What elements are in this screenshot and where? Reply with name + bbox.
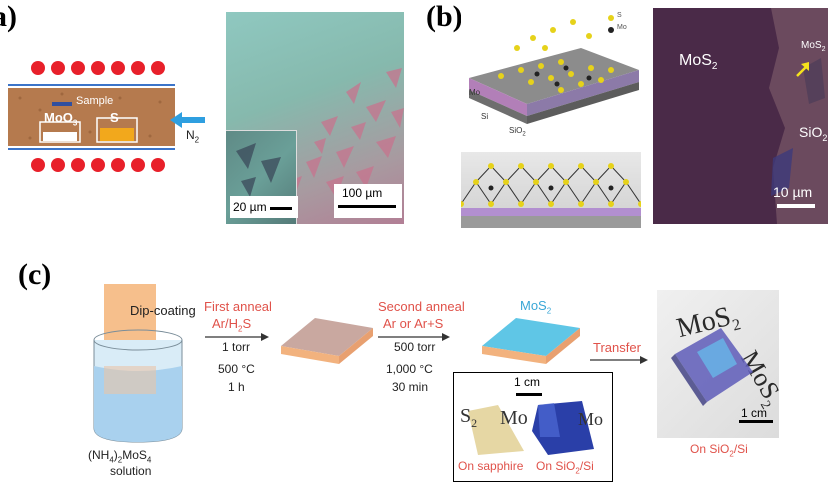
first-anneal-title: First anneal bbox=[204, 299, 272, 314]
transfer-arrow bbox=[590, 354, 648, 366]
scale-bar-main bbox=[338, 205, 396, 208]
first-anneal-temp: 500 °C bbox=[218, 362, 255, 376]
inset-txt-mo: Mo bbox=[500, 407, 528, 430]
wafer-photo-inset: 1 cm S2 Mo Mo On sapphire On SiO2/Si bbox=[453, 372, 613, 482]
second-anneal-title: Second anneal bbox=[378, 299, 465, 314]
micrograph-b-mos2-label: MoS2 bbox=[679, 52, 717, 72]
micrograph-b-sio2-label: SiO2 bbox=[799, 124, 827, 143]
second-anneal-time: 30 min bbox=[392, 380, 428, 394]
first-anneal-time: 1 h bbox=[228, 380, 245, 394]
intermediate-substrate bbox=[275, 306, 375, 366]
micrograph-b-scale-label: 10 µm bbox=[773, 184, 812, 200]
inset-txt-s2: S2 bbox=[460, 405, 477, 431]
micrograph-b: MoS2 MoS2 SiO2 10 µm bbox=[653, 8, 828, 224]
n2-label: N2 bbox=[186, 128, 199, 144]
sulfur-label: S bbox=[110, 110, 119, 125]
transfer-label: Transfer bbox=[593, 340, 641, 355]
final-scale-label: 1 cm bbox=[741, 406, 767, 420]
heater-dots-bottom bbox=[31, 158, 165, 172]
panel-label-a: a) bbox=[0, 0, 17, 34]
schematic-legend-mo: Mo bbox=[617, 24, 627, 31]
heater-dots-top bbox=[31, 61, 165, 75]
inset-scale-label: 1 cm bbox=[514, 375, 540, 389]
transferred-film-photo: MoS2 MoS2 1 cm bbox=[657, 290, 779, 438]
second-anneal-temp: 1,000 °C bbox=[386, 362, 433, 376]
first-anneal-pressure: 1 torr bbox=[222, 340, 250, 354]
micrograph-b-scale-bar bbox=[777, 204, 815, 208]
solution-word-label: solution bbox=[110, 464, 151, 478]
sample-substrate bbox=[52, 102, 72, 106]
second-anneal-pressure: 500 torr bbox=[394, 340, 435, 354]
inset-txt-mo2: Mo bbox=[578, 409, 603, 430]
final-scale-bar bbox=[739, 420, 773, 423]
micrograph-b-arrow bbox=[793, 60, 813, 80]
sample-label: Sample bbox=[76, 95, 113, 107]
final-caption: On SiO2/Si bbox=[690, 442, 748, 458]
second-anneal-gas: Ar or Ar+S bbox=[383, 316, 443, 331]
micrograph-a: 100 µm 20 µm 100 µm bbox=[226, 12, 404, 224]
schematic-sio2-label: SiO2 bbox=[509, 126, 526, 138]
scale-bar-inset bbox=[270, 207, 292, 210]
scale-label-inset-text: 20 µm bbox=[233, 200, 267, 214]
moo3-label: MoO3 bbox=[44, 110, 77, 128]
cvd-furnace-diagram bbox=[0, 50, 210, 185]
mos2-side-view bbox=[461, 152, 641, 228]
solution-formula-label: (NH4)2MoS4 bbox=[88, 448, 151, 464]
mos2-substrate bbox=[476, 306, 586, 366]
scale-label-main: 100 µm bbox=[342, 186, 382, 200]
micrograph-b-mos2-small-label: MoS2 bbox=[801, 40, 825, 53]
gas-flow-arrow bbox=[170, 112, 205, 128]
dip-coating-label: Dip-coating bbox=[130, 303, 196, 318]
schematic-legend-s: S bbox=[617, 12, 622, 19]
mos2-growth-schematic: S Mo Mo Si SiO2 bbox=[461, 8, 641, 148]
inset-on-sapphire: On sapphire bbox=[458, 459, 523, 473]
panel-label-b: (b) bbox=[426, 0, 463, 34]
panel-label-c: (c) bbox=[18, 258, 51, 292]
inset-on-sio2: On SiO2/Si bbox=[536, 459, 594, 475]
schematic-si-label: Si bbox=[481, 112, 488, 121]
inset-scale-bar bbox=[516, 393, 542, 396]
schematic-mo-label: Mo bbox=[469, 88, 480, 97]
